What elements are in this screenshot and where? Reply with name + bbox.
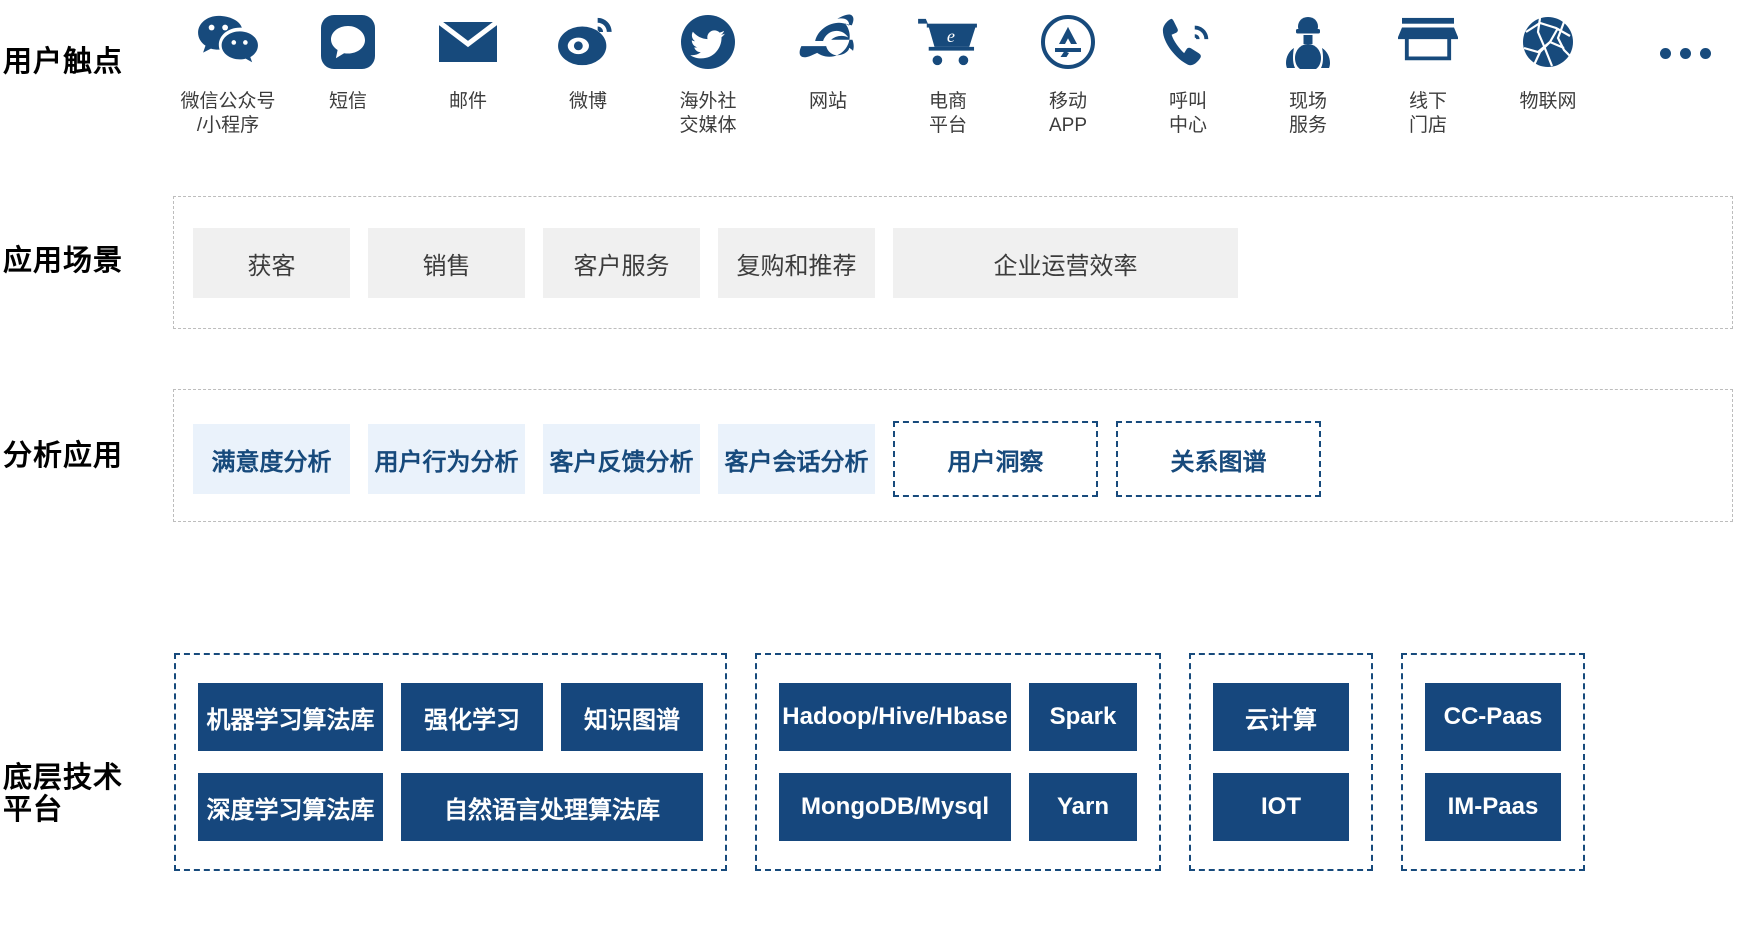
row-label-touchpoints: 用户触点 bbox=[3, 46, 124, 78]
analysis-box[interactable]: 客户会话分析 bbox=[718, 424, 875, 494]
scenario-row: 获客销售客户服务复购和推荐企业运营效率 bbox=[193, 228, 1238, 298]
touchpoint-item[interactable]: e 电商 平台 bbox=[888, 6, 1008, 139]
touchpoint-item[interactable]: 海外社 交媒体 bbox=[648, 6, 768, 139]
analysis-box[interactable]: 关系图谱 bbox=[1116, 421, 1321, 497]
twitter-icon bbox=[680, 6, 736, 78]
tech-box[interactable]: 自然语言处理算法库 bbox=[401, 773, 703, 841]
touchpoint-label: 移动 APP bbox=[1048, 91, 1088, 137]
touchpoint-label: 海外社 交媒体 bbox=[679, 91, 737, 137]
tech-box[interactable]: IM-Paas bbox=[1425, 773, 1561, 841]
touchpoint-label: 短信 bbox=[328, 91, 367, 112]
touchpoint-item[interactable]: 网站 bbox=[768, 6, 888, 114]
shopping-cart-icon: e bbox=[916, 6, 980, 78]
cloud-group: 云计算 IOT bbox=[1189, 653, 1373, 871]
touchpoint-row: 微信公众号 /小程序 短信 邮件 微博 海外社 交媒体 网站 e 电商 平台 移… bbox=[168, 6, 1608, 156]
wechat-icon bbox=[197, 6, 259, 78]
touchpoint-label: 呼叫 中心 bbox=[1168, 91, 1207, 137]
analysis-dashed-container bbox=[173, 389, 1733, 522]
touchpoint-label: 微信公众号 /小程序 bbox=[180, 91, 276, 137]
analysis-row: 满意度分析用户行为分析客户反馈分析客户会话分析用户洞察关系图谱 bbox=[193, 421, 1321, 497]
tech-line: 机器学习算法库强化学习知识图谱 bbox=[198, 683, 703, 751]
touchpoint-label: 电商 平台 bbox=[928, 91, 967, 137]
tech-line: 云计算 bbox=[1213, 683, 1349, 751]
touchpoint-item[interactable]: 微博 bbox=[528, 6, 648, 114]
tech-line: CC-Paas bbox=[1425, 683, 1561, 751]
storefront-icon bbox=[1398, 6, 1458, 78]
analysis-box[interactable]: 满意度分析 bbox=[193, 424, 350, 494]
app-store-icon bbox=[1040, 6, 1096, 78]
touchpoint-label: 微博 bbox=[568, 91, 607, 112]
scenario-box[interactable]: 复购和推荐 bbox=[718, 228, 875, 298]
tech-line: Hadoop/Hive/Hbase Spark bbox=[779, 683, 1137, 751]
scenario-box[interactable]: 企业运营效率 bbox=[893, 228, 1238, 298]
touchpoint-label: 现场 服务 bbox=[1288, 91, 1327, 137]
tech-box[interactable]: IOT bbox=[1213, 773, 1349, 841]
tech-box[interactable]: MongoDB/Mysql bbox=[779, 773, 1011, 841]
weibo-icon bbox=[557, 6, 619, 78]
tech-box[interactable]: 强化学习 bbox=[401, 683, 543, 751]
internet-explorer-icon bbox=[797, 6, 859, 78]
email-icon bbox=[437, 6, 499, 78]
tech-box[interactable]: Yarn bbox=[1029, 773, 1137, 841]
scenario-box[interactable]: 销售 bbox=[368, 228, 525, 298]
tech-line: IOT bbox=[1213, 773, 1349, 841]
tech-line: MongoDB/Mysql Yarn bbox=[779, 773, 1137, 841]
tech-box[interactable]: Hadoop/Hive/Hbase bbox=[779, 683, 1011, 751]
tech-line: 深度学习算法库自然语言处理算法库 bbox=[198, 773, 703, 841]
touchpoint-item[interactable]: 现场 服务 bbox=[1248, 6, 1368, 139]
tech-box[interactable]: 知识图谱 bbox=[561, 683, 703, 751]
tech-box[interactable]: 机器学习算法库 bbox=[198, 683, 383, 751]
row-label-analysis: 分析应用 bbox=[3, 440, 124, 472]
field-service-worker-icon bbox=[1280, 6, 1336, 78]
touchpoint-item[interactable]: 短信 bbox=[288, 6, 408, 114]
svg-text:e: e bbox=[947, 26, 955, 46]
analysis-box[interactable]: 用户行为分析 bbox=[368, 424, 525, 494]
row-label-platform: 底层技术 平台 bbox=[3, 762, 124, 827]
touchpoint-item[interactable]: 物联网 bbox=[1488, 6, 1608, 114]
scenario-box[interactable]: 获客 bbox=[193, 228, 350, 298]
touchpoint-label: 线下 门店 bbox=[1408, 91, 1447, 137]
touchpoint-item[interactable]: 移动 APP bbox=[1008, 6, 1128, 139]
scenario-dashed-container bbox=[173, 196, 1733, 329]
algorithms-group: 机器学习算法库强化学习知识图谱深度学习算法库自然语言处理算法库 bbox=[174, 653, 727, 871]
touchpoint-item[interactable]: 邮件 bbox=[408, 6, 528, 114]
tech-box[interactable]: CC-Paas bbox=[1425, 683, 1561, 751]
tech-box[interactable]: Spark bbox=[1029, 683, 1137, 751]
touchpoint-label: 物联网 bbox=[1519, 91, 1577, 112]
tech-box[interactable]: 深度学习算法库 bbox=[198, 773, 383, 841]
tech-line: IM-Paas bbox=[1425, 773, 1561, 841]
analysis-box[interactable]: 用户洞察 bbox=[893, 421, 1098, 497]
iot-globe-icon bbox=[1520, 6, 1576, 78]
touchpoint-item[interactable]: 线下 门店 bbox=[1368, 6, 1488, 139]
touchpoint-item[interactable]: 微信公众号 /小程序 bbox=[168, 6, 288, 139]
more-touchpoints-ellipsis-icon bbox=[1660, 48, 1711, 59]
touchpoint-label: 网站 bbox=[808, 91, 847, 112]
row-label-scenarios: 应用场景 bbox=[3, 245, 124, 277]
analysis-box[interactable]: 客户反馈分析 bbox=[543, 424, 700, 494]
touchpoint-item[interactable]: 呼叫 中心 bbox=[1128, 6, 1248, 139]
scenario-box[interactable]: 客户服务 bbox=[543, 228, 700, 298]
touchpoint-label: 邮件 bbox=[448, 91, 487, 112]
tech-box[interactable]: 云计算 bbox=[1213, 683, 1349, 751]
phone-call-icon bbox=[1159, 6, 1217, 78]
sms-icon bbox=[320, 6, 376, 78]
